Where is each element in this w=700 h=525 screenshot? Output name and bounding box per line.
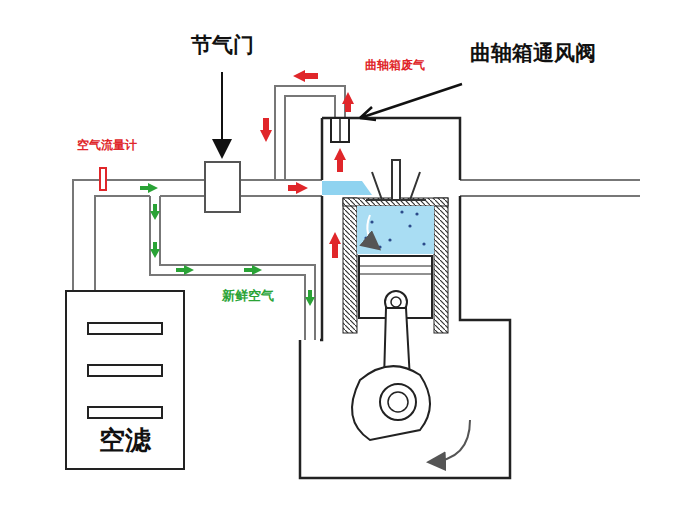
part-label: 空气流量计	[77, 139, 137, 152]
part-label: 曲轴箱通风阀	[470, 42, 596, 65]
flow-label: 新鲜空气	[222, 289, 274, 303]
filter-box: 空滤	[65, 290, 185, 470]
box-label: 空滤	[67, 423, 183, 458]
part-label: 节气门	[191, 34, 254, 57]
flow-label: 曲轴箱废气	[365, 59, 425, 72]
